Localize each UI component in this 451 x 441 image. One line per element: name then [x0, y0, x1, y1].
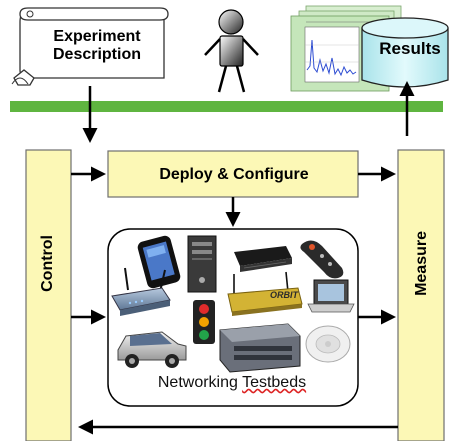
phone-icon — [137, 235, 181, 289]
media-box-icon — [234, 246, 292, 272]
measure-box — [397, 149, 445, 441]
orbit-board-label: ORBIT — [270, 290, 298, 300]
experiment-label-line2: Description — [52, 45, 141, 63]
orbit-board-icon — [227, 271, 303, 316]
router-icon — [111, 267, 171, 316]
laptop-icon — [307, 279, 355, 313]
scroll-icon — [11, 7, 169, 86]
server-icon — [187, 235, 217, 293]
control-box — [25, 149, 72, 441]
testbeds-label-prefix: Networking — [157, 374, 243, 391]
control-label: Control — [30, 188, 66, 338]
remote-icon — [300, 240, 344, 279]
deploy-configure-label: Deploy & Configure — [159, 166, 309, 183]
database-icon — [361, 17, 449, 88]
measure-label: Measure — [402, 188, 442, 338]
results-label: Results — [379, 39, 441, 58]
person-icon — [204, 9, 259, 93]
testbeds-label-underlined: Testbeds — [242, 374, 307, 391]
rack-switch-icon — [219, 323, 301, 373]
smoke-detector-icon — [305, 325, 351, 363]
deploy-box — [107, 150, 359, 198]
experiment-label-line1: Experiment — [53, 28, 141, 45]
experiment-description-label: Experiment Description — [34, 28, 160, 63]
control-label-text: Control — [39, 234, 57, 292]
networking-testbeds-label: Networking Testbeds — [112, 374, 352, 392]
traffic-light-icon — [193, 300, 215, 344]
suv-icon — [117, 331, 187, 368]
green-bar — [10, 101, 443, 112]
measure-label-text: Measure — [413, 230, 431, 296]
